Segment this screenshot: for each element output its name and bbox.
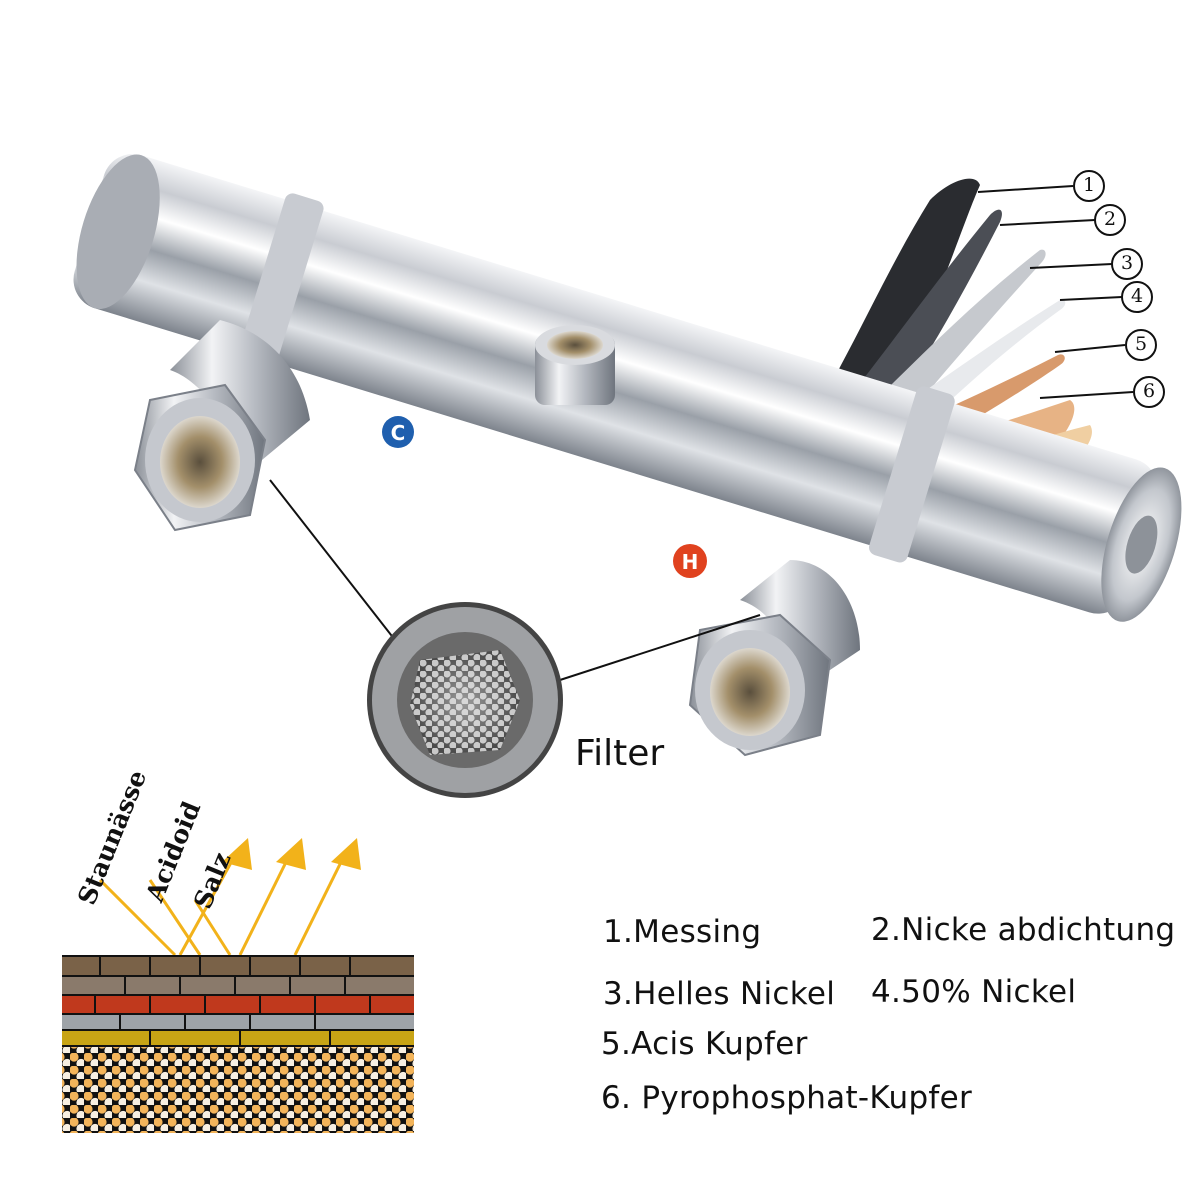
layer-callouts [977, 170, 1165, 408]
outlet-nipple [535, 325, 615, 405]
cold-inlet [133, 320, 310, 532]
filter-label: Filter [575, 733, 665, 774]
legend-item-6: 6. Pyrophosphat-Kupfer [601, 1080, 973, 1116]
coating-layers-diagram [62, 955, 414, 1133]
cold-marker: C [382, 416, 414, 448]
valve-body [73, 153, 1182, 622]
hot-marker: H [673, 544, 707, 578]
layer-number-6: 6 [1143, 380, 1156, 402]
svg-text:H: H [682, 550, 699, 574]
svg-text:C: C [391, 421, 406, 445]
protection-arrows [98, 838, 361, 957]
layer-number-3: 3 [1121, 252, 1134, 274]
legend-item-1: 1.Messing [603, 914, 762, 950]
legend-item-3: 3.Helles Nickel [603, 976, 836, 1012]
layer-number-1: 1 [1083, 174, 1096, 196]
legend-item-2: 2.Nicke abdichtung [871, 912, 1176, 948]
legend-item-5: 5.Acis Kupfer [601, 1026, 808, 1062]
hot-inlet [688, 560, 860, 757]
legend-item-4: 4.50% Nickel [871, 974, 1077, 1010]
filter-magnifier [269, 479, 761, 798]
layer-number-5: 5 [1135, 333, 1148, 355]
layer-number-2: 2 [1104, 208, 1117, 230]
layer-number-4: 4 [1131, 285, 1144, 307]
